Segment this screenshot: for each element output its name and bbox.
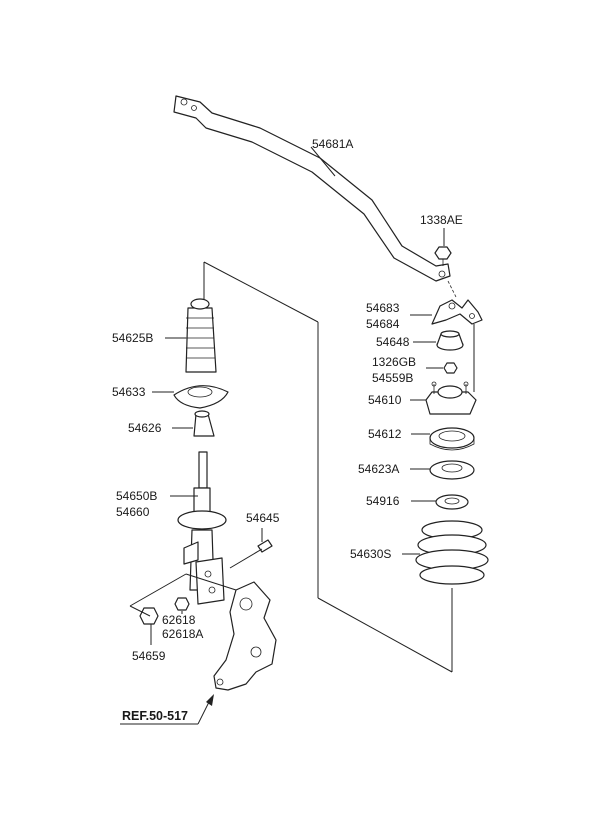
label-nut-a: 1326GB <box>372 355 416 369</box>
bracket-part <box>431 299 483 325</box>
guide-left-a <box>129 573 187 607</box>
lower-pad <box>173 385 229 409</box>
label-bearing: 54612 <box>368 427 402 441</box>
label-seat: 54623A <box>358 462 399 476</box>
label-bracket-b: 54684 <box>366 317 400 331</box>
strut-nut <box>443 362 458 374</box>
ref-label: REF.50-517 <box>122 709 188 723</box>
guide-left-b <box>129 605 151 617</box>
label-dust-cap: 54648 <box>376 335 410 349</box>
label-pad: 54916 <box>366 494 400 508</box>
dust-cap <box>436 330 464 351</box>
steering-knuckle <box>213 581 277 691</box>
label-strut-b: 54660 <box>116 505 150 519</box>
label-nut-b: 54559B <box>372 371 413 385</box>
label-nut-d: 62618A <box>162 627 203 641</box>
strut-bolt <box>229 539 273 569</box>
label-bumper: 54626 <box>128 421 162 435</box>
reference-arrow <box>197 694 214 725</box>
label-lower-pad: 54633 <box>112 385 146 399</box>
label-coil-spring: 54630S <box>350 547 391 561</box>
label-dust-cover: 54625B <box>112 331 153 345</box>
label-bracket-a: 54683 <box>366 301 400 315</box>
label-insulator: 54610 <box>368 393 402 407</box>
coil-spring <box>415 520 489 585</box>
label-nut-e: 54659 <box>132 649 166 663</box>
guide-left-c <box>185 573 237 591</box>
strut-assembly <box>177 451 227 605</box>
leader-stabilizer-bar <box>310 146 336 177</box>
link-nut <box>434 246 452 266</box>
label-bolt: 54645 <box>246 511 280 525</box>
label-stabilizer-bar: 54681A <box>312 137 353 151</box>
strut-insulator <box>425 381 477 415</box>
bump-stopper <box>193 410 215 437</box>
label-strut-a: 54650B <box>116 489 157 503</box>
frame-top-diagonal <box>203 261 319 323</box>
label-nut-c: 62618 <box>162 613 196 627</box>
knuckle-nut <box>174 597 190 611</box>
frame-bottom-diagonal <box>317 597 453 673</box>
assembly-line-link <box>447 280 457 298</box>
spring-seat <box>429 460 475 480</box>
spring-pad <box>435 494 469 510</box>
stabilizer-bar <box>173 95 451 282</box>
dust-cover <box>185 298 217 373</box>
label-link-nut: 1338AE <box>420 213 463 227</box>
strut-bearing <box>429 427 475 451</box>
